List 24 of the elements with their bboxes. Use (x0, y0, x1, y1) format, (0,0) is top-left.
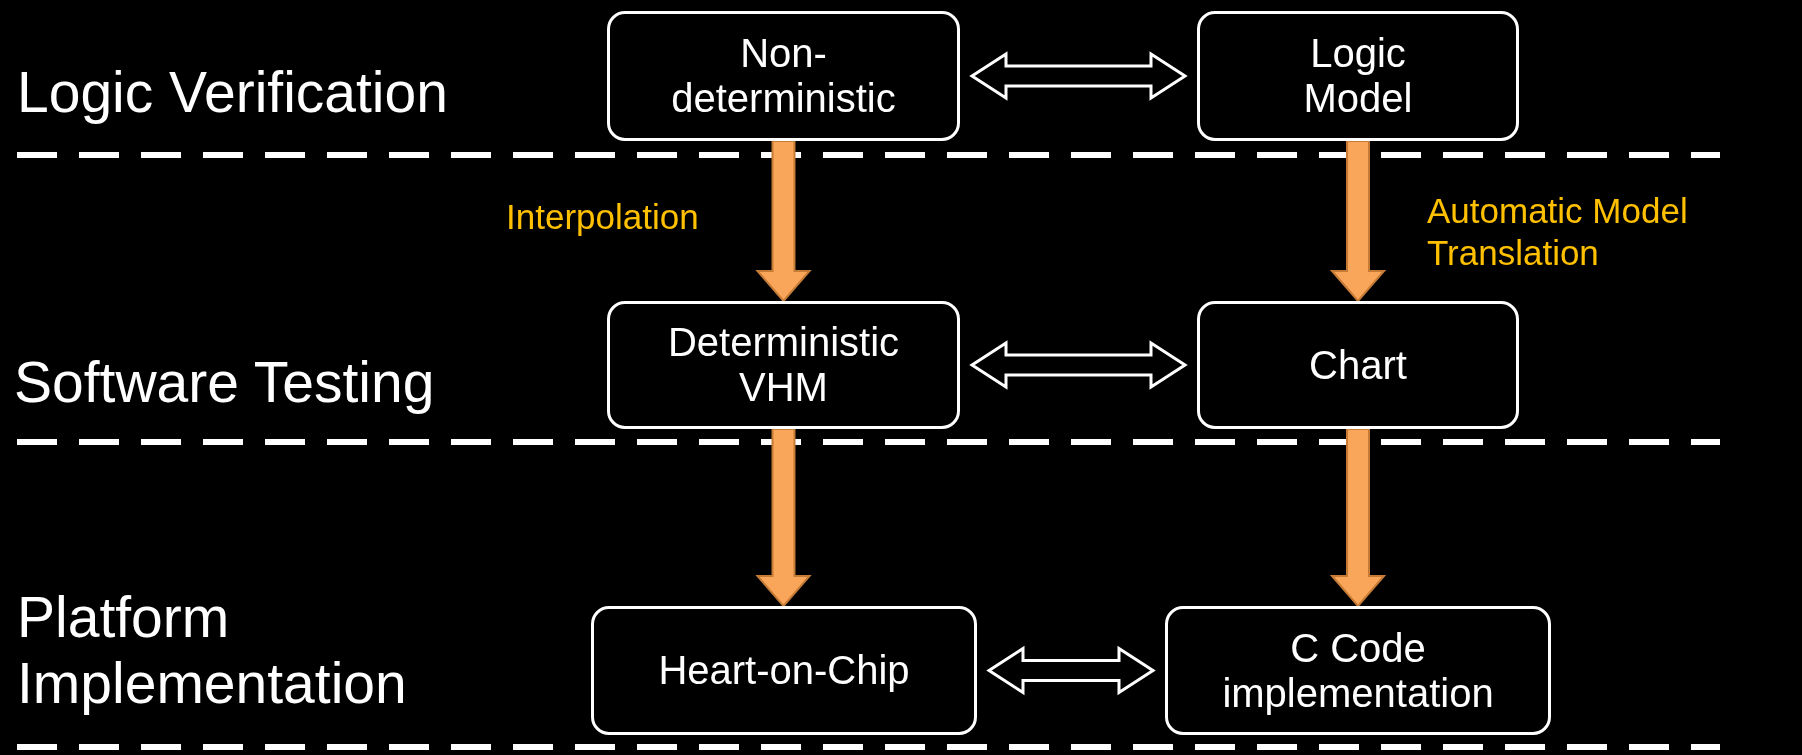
block-arrow (1329, 140, 1387, 303)
box-label: Logic Model (1302, 31, 1414, 121)
row-heading: Platform Implementation (17, 585, 408, 717)
row-heading: Software Testing (14, 350, 435, 416)
process-box (591, 606, 977, 735)
row-heading: Logic Verification (17, 60, 448, 126)
double-arrow (969, 340, 1188, 390)
double-arrow (986, 645, 1156, 696)
process-box (1165, 606, 1551, 735)
box-label: Heart-on-Chip (658, 648, 910, 693)
block-arrow (1329, 428, 1387, 608)
box-label: Deterministic VHM (666, 320, 901, 410)
process-box (607, 11, 960, 141)
edge-label: Automatic Model Translation (1427, 190, 1689, 274)
box-label: Chart (1309, 342, 1407, 388)
process-box (1197, 301, 1519, 429)
block-arrow (755, 428, 812, 608)
process-box (1197, 11, 1519, 141)
box-label: C Code implementation (1221, 625, 1495, 716)
double-arrow (969, 51, 1188, 101)
edge-label: Interpolation (506, 196, 699, 238)
block-arrow (755, 140, 812, 303)
process-box (607, 301, 960, 429)
box-label: Non- deterministic (670, 31, 897, 121)
